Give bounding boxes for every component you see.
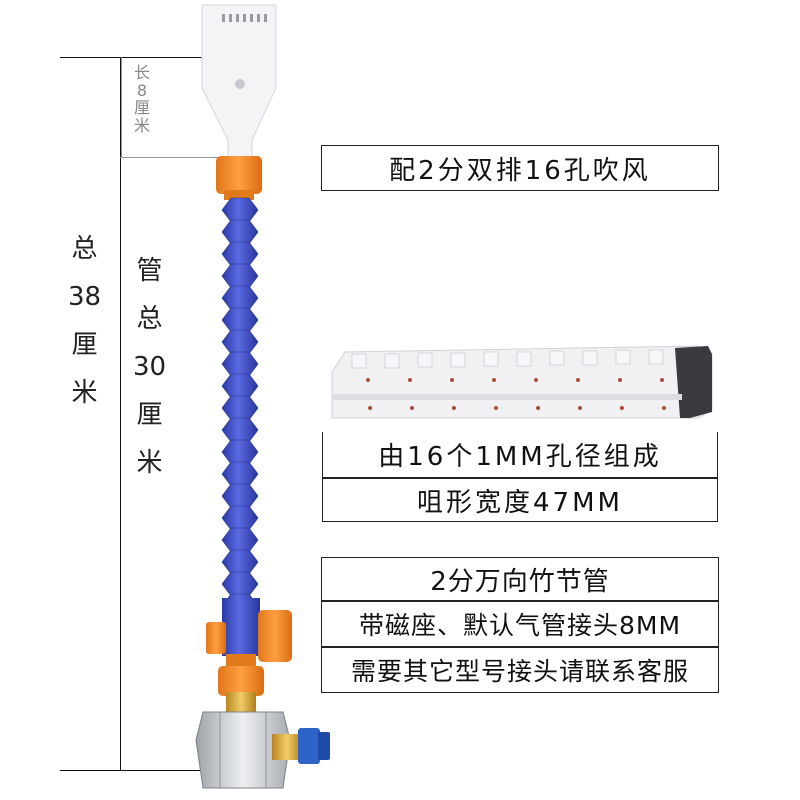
nozzle-type-label: 配2分双排16孔吹风: [321, 145, 719, 191]
nozzle-char-1: 长: [134, 63, 151, 82]
top-orange-fitting: [216, 156, 262, 200]
nozzle-vertical-line: [121, 57, 122, 157]
pipe-char-5: 米: [136, 448, 163, 478]
total-char-1: 总: [71, 234, 98, 264]
pipe-char-1: 管: [136, 256, 163, 286]
pipe-type-label: 2分万向竹节管: [321, 557, 719, 601]
nozzle-char-3: 厘: [134, 98, 151, 118]
pipe-char-3: 30: [133, 352, 167, 382]
hole-spec-label: 由16个1MM孔径组成: [322, 432, 718, 478]
total-vertical-line: [120, 57, 121, 770]
total-char-4: 米: [71, 378, 98, 408]
nozzle-char-4: 米: [134, 115, 151, 135]
pipe-length-label: 管 总 30 厘 米: [133, 258, 166, 498]
total-char-3: 厘: [71, 330, 98, 360]
nozzle-bottom-line: [120, 157, 240, 158]
total-char-2: 38: [68, 282, 102, 312]
total-bottom-line: [60, 770, 210, 771]
valve-assembly: [206, 598, 292, 696]
accessories-label: 带磁座、默认气管接头8MM: [321, 601, 719, 647]
mouth-width-label: 咀形宽度47MM: [322, 478, 718, 522]
total-top-line: [60, 57, 210, 58]
air-pipe-fitting: [272, 728, 330, 764]
nozzle-length-label: 长 8 厘 米: [134, 64, 150, 134]
nozzle-head: [201, 4, 277, 159]
total-length-label: 总 38 厘 米: [68, 236, 101, 428]
pipe-char-4: 厘: [136, 400, 163, 430]
nozzle-char-2: 8: [136, 80, 148, 100]
magnetic-base: [195, 711, 291, 789]
contact-label: 需要其它型号接头请联系客服: [321, 647, 719, 693]
pipe-char-2: 总: [136, 304, 163, 334]
